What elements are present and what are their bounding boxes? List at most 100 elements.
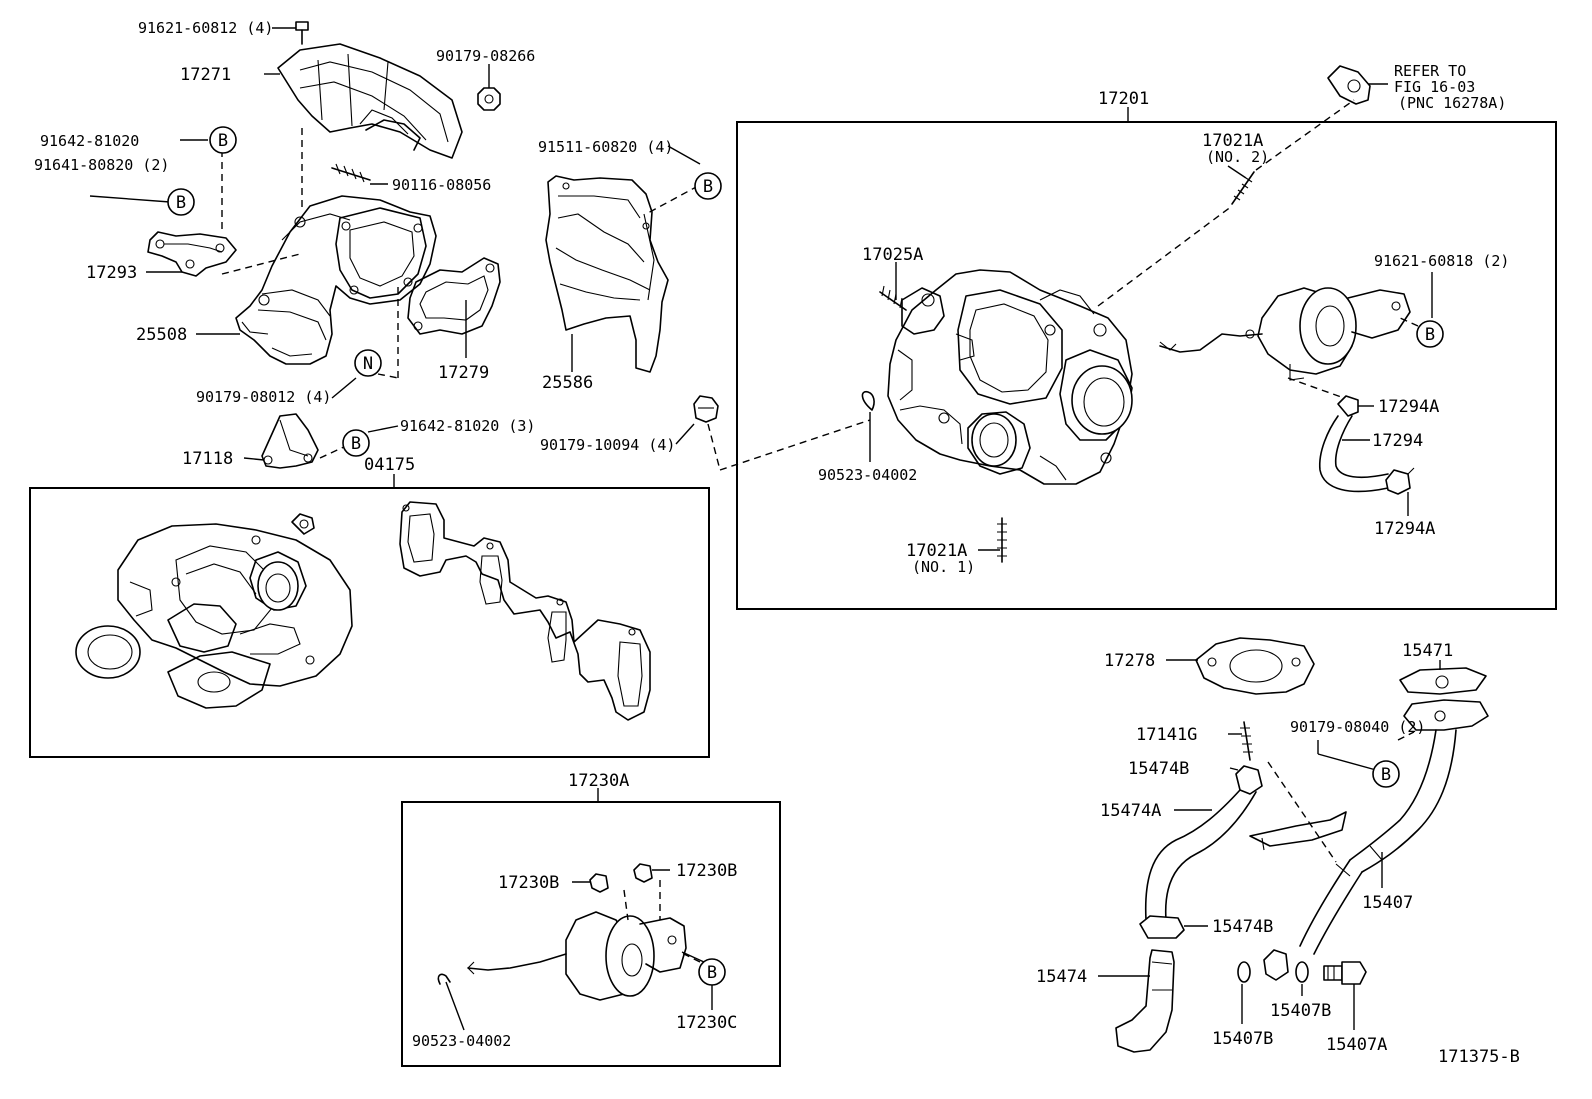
callout-b-2: B: [167, 188, 195, 216]
clamp-17294A-top: [1337, 395, 1359, 417]
label-17294A-top: 17294A: [1378, 397, 1439, 417]
refer-line-2: FIG 16-03: [1394, 78, 1475, 96]
label-90179-10094: 90179-10094 (4): [540, 436, 675, 454]
gasket-kit-04175-drawing: [75, 501, 651, 721]
gasket-17278: [1195, 637, 1315, 695]
label-17021A-no1-sub: (NO. 1): [912, 558, 975, 576]
gasket-15471: [1399, 667, 1487, 695]
label-91642-81020: 91642-81020: [40, 132, 139, 150]
bolt-91621-60812: [295, 21, 309, 45]
label-15474A: 15474A: [1100, 801, 1161, 821]
label-17279: 17279: [438, 363, 489, 383]
turbocharger-17201: [887, 269, 1133, 485]
label-15407: 15407: [1362, 893, 1413, 913]
label-17141G: 17141G: [1136, 725, 1197, 745]
callout-b-4: B: [694, 172, 722, 200]
label-17021A-no2-sub: (NO. 2): [1206, 148, 1269, 166]
label-17293: 17293: [86, 263, 137, 283]
stud-17021A-no1: [997, 517, 1007, 563]
svg-text:B: B: [707, 963, 717, 983]
label-25586: 25586: [542, 373, 593, 393]
bolt-15407A: [1323, 961, 1367, 985]
hose-17294: [1318, 415, 1389, 493]
label-17201: 17201: [1098, 89, 1149, 109]
label-17230B-left: 17230B: [498, 873, 559, 893]
stud-90116-08056: [331, 163, 371, 183]
clip-90523-04002: [861, 390, 875, 411]
callout-b-5: B: [1416, 320, 1444, 348]
label-15407B-right: 15407B: [1270, 1001, 1331, 1021]
label-90523-04002: 90523-04002: [818, 466, 917, 484]
callout-b-6: B: [1372, 760, 1400, 788]
label-17230C: 17230C: [676, 1013, 737, 1033]
figure-code: 171375-B: [1438, 1047, 1520, 1067]
heat-insulator-17271: [277, 43, 463, 159]
leader-lines: [89, 27, 1441, 1031]
label-17025A: 17025A: [862, 245, 923, 265]
label-90116-08056: 90116-08056: [392, 176, 491, 194]
gasket-17279: [407, 257, 501, 335]
label-15474B-top: 15474B: [1128, 759, 1189, 779]
label-17278: 17278: [1104, 651, 1155, 671]
refer-line-1: REFER TO: [1394, 62, 1466, 80]
nut-90179-08266: [477, 87, 501, 111]
hose-15474A: [1144, 789, 1257, 921]
label-91511-60820: 91511-60820 (4): [538, 138, 673, 156]
clamp-17294A-bottom: [1385, 467, 1415, 495]
stud-17141G: [1240, 721, 1253, 761]
label-91641-80820: 91641-80820 (2): [34, 156, 169, 174]
svg-text:B: B: [703, 177, 713, 197]
converter-25508: [235, 195, 437, 365]
svg-text:N: N: [363, 354, 373, 374]
alignment-lines: [221, 99, 1419, 963]
heat-insulator-25586: [545, 175, 669, 373]
gasket-kit-box: [29, 487, 710, 758]
svg-text:B: B: [351, 434, 361, 454]
callout-b-7: B: [698, 958, 726, 986]
label-17271: 17271: [180, 65, 231, 85]
label-90179-08012: 90179-08012 (4): [196, 388, 331, 406]
actuator-17230A-drawing: [437, 863, 687, 1001]
svg-text:B: B: [218, 131, 228, 151]
bracket-17293: [147, 231, 237, 277]
label-04175: 04175: [364, 455, 415, 475]
refer-line-3: (PNC 16278A): [1398, 94, 1506, 112]
label-17021A-no1: 17021A: [906, 541, 967, 561]
washers-15407B: [1237, 961, 1309, 983]
label-15471: 15471: [1402, 641, 1453, 661]
pipe-15407: [1249, 699, 1489, 981]
label-17021A-no2: 17021A: [1202, 131, 1263, 151]
label-91621-60812: 91621-60812 (4): [138, 19, 273, 37]
label-17118: 17118: [182, 449, 233, 469]
label-15474: 15474: [1036, 967, 1087, 987]
label-91621-60818: 91621-60818 (2): [1374, 252, 1509, 270]
label-17294A-bot: 17294A: [1374, 519, 1435, 539]
label-15474B-bot: 15474B: [1212, 917, 1273, 937]
label-90179-08040: 90179-08040 (2): [1290, 718, 1425, 736]
stud-17025A: [879, 285, 907, 311]
callout-b-1: B: [209, 126, 237, 154]
label-15407B-left: 15407B: [1212, 1029, 1273, 1049]
label-25508: 25508: [136, 325, 187, 345]
callout-n: N: [354, 349, 382, 377]
bracket-17118: [261, 413, 319, 469]
label-90179-08266: 90179-08266: [436, 47, 535, 65]
stud-17021A-no2: [1231, 171, 1255, 205]
label-91642-81020-3: 91642-81020 (3): [400, 417, 535, 435]
svg-text:B: B: [1381, 765, 1391, 785]
turbo-assy-box: [736, 121, 1557, 610]
label-17230B-right: 17230B: [676, 861, 737, 881]
pipe-15474: [1115, 949, 1175, 1053]
svg-text:B: B: [176, 193, 186, 213]
actuator-assy-box: [401, 801, 781, 1067]
gasket-refer-16278A: [1327, 65, 1371, 105]
label-15407A: 15407A: [1326, 1035, 1387, 1055]
actuator-turbo-box: [1159, 287, 1411, 381]
label-90523-04002-b: 90523-04002: [412, 1032, 511, 1050]
svg-text:B: B: [1425, 325, 1435, 345]
nut-90179-10094: [693, 395, 719, 423]
callout-b-3: B: [342, 429, 370, 457]
label-17230A: 17230A: [568, 771, 629, 791]
part-labels: 91621-60812 (4) 17271 90179-08266 91642-…: [34, 19, 1520, 1067]
